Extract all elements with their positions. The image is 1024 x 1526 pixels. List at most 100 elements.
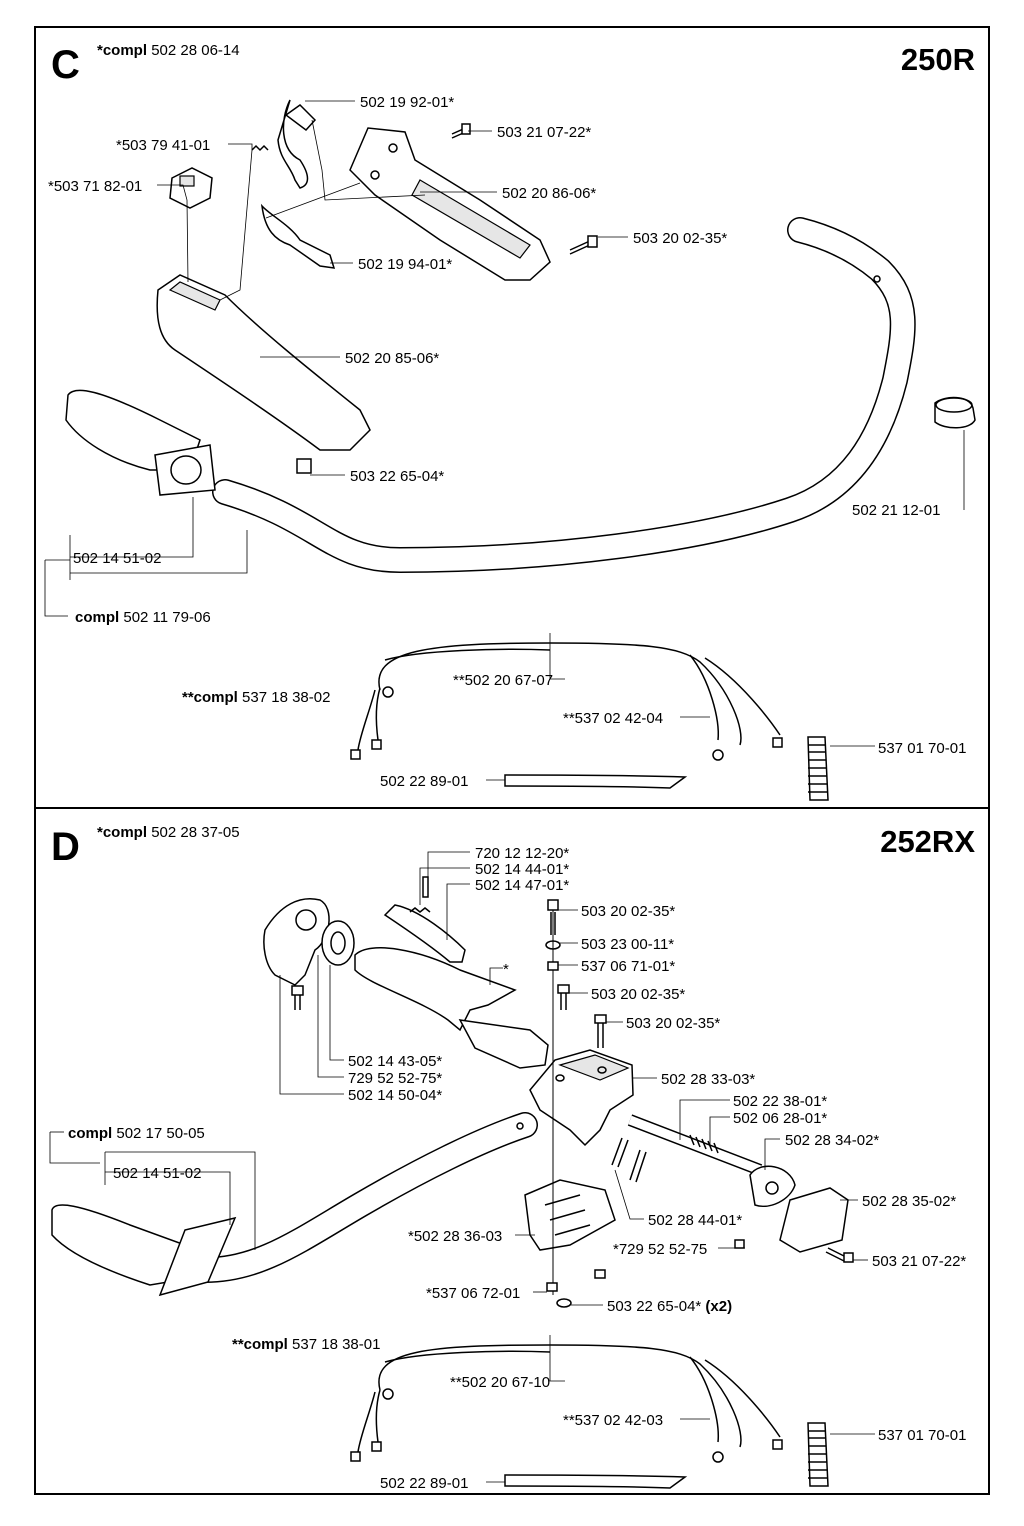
section-c-model: 250R bbox=[901, 42, 975, 77]
outer-frame bbox=[34, 26, 990, 1495]
handle-body-d bbox=[354, 947, 549, 1069]
nut-d-1 bbox=[594, 1269, 606, 1279]
control-rod-d bbox=[627, 1114, 763, 1176]
label-c-502-20-67-07: **502 20 67-07 bbox=[453, 672, 553, 689]
label-d-502-28-34-02: 502 28 34-02* bbox=[785, 1132, 879, 1149]
screw-d-3 bbox=[734, 1239, 745, 1249]
boot-c bbox=[807, 736, 829, 801]
section-d-letter: D bbox=[51, 825, 80, 869]
label-d-502-14-44-01: 502 14 44-01* bbox=[475, 861, 569, 878]
label-c-502-19-92-01: 502 19 92-01* bbox=[360, 94, 454, 111]
section-c-drawings bbox=[65, 99, 976, 801]
label-d-720-12-12-20: 720 12 12-20* bbox=[475, 845, 569, 862]
section-c-compl: *compl 502 28 06-14 bbox=[97, 42, 240, 59]
label-c-503-22-65-04: 503 22 65-04* bbox=[350, 468, 444, 485]
label-d-502-06-28-01: 502 06 28-01* bbox=[733, 1110, 827, 1127]
label-c-502-20-85-06: 502 20 85-06* bbox=[345, 350, 439, 367]
label-d-502-22-89-01: 502 22 89-01 bbox=[380, 1475, 468, 1492]
label-d-537-06-72-01: *537 06 72-01 bbox=[426, 1285, 520, 1302]
section-d-compl: *compl 502 28 37-05 bbox=[97, 824, 240, 841]
handlebar-tube bbox=[212, 217, 916, 574]
trigger bbox=[277, 99, 317, 189]
spring-c bbox=[251, 144, 269, 152]
roller-d bbox=[321, 920, 355, 966]
label-c-503-71-82-01: *503 71 82-01 bbox=[48, 178, 142, 195]
label-d-503-21-07-22: 503 21 07-22* bbox=[872, 1253, 966, 1270]
label-d-502-28-44-01: 502 28 44-01* bbox=[648, 1212, 742, 1229]
label-c-502-19-94-01: 502 19 94-01* bbox=[358, 256, 452, 273]
boot-d bbox=[807, 1422, 829, 1487]
label-c-537-01-70-01: 537 01 70-01 bbox=[878, 740, 966, 757]
section-d-leaders bbox=[49, 851, 875, 1483]
cable-harness-d bbox=[350, 1344, 783, 1463]
label-d-729-52-52-75: 729 52 52-75* bbox=[348, 1070, 442, 1087]
section-c-letter: C bbox=[51, 43, 80, 87]
rod-end-d bbox=[749, 1165, 796, 1207]
label-d-502-14-43-05: 502 14 43-05* bbox=[348, 1053, 442, 1070]
pins-d bbox=[611, 1137, 647, 1183]
label-d-502-28-35-02: 502 28 35-02* bbox=[862, 1193, 956, 1210]
bracket-d bbox=[529, 1049, 634, 1147]
section-d-model: 252RX bbox=[880, 824, 975, 859]
label-c-compl-502-11-79-06: compl 502 11 79-06 bbox=[75, 609, 211, 626]
pin-d bbox=[422, 876, 429, 898]
section-d-drawings bbox=[51, 876, 854, 1489]
label-d-compl-537-18-38-01: **compl 537 18 38-01 bbox=[232, 1336, 380, 1353]
section-d: D *compl 502 28 37-05 252RX bbox=[51, 824, 975, 869]
label-d-502-14-50-04: 502 14 50-04* bbox=[348, 1087, 442, 1104]
left-grip bbox=[65, 389, 216, 496]
label-d-502-28-33-03: 502 28 33-03* bbox=[661, 1071, 755, 1088]
tube-d bbox=[504, 1474, 688, 1489]
label-d-503-22-65-04: 503 22 65-04* (x2) bbox=[607, 1298, 732, 1315]
spring-d bbox=[409, 907, 431, 913]
label-c-503-79-41-01: *503 79 41-01 bbox=[116, 137, 210, 154]
cover-d bbox=[779, 1187, 849, 1253]
label-d-502-28-36-03: *502 28 36-03 bbox=[408, 1228, 502, 1245]
section-d-labels: 720 12 12-20* 502 14 44-01* 502 14 47-01… bbox=[68, 845, 966, 1492]
nut-d-2 bbox=[556, 1298, 572, 1308]
label-c-502-20-86-06: 502 20 86-06* bbox=[502, 185, 596, 202]
stop-switch bbox=[169, 167, 213, 209]
label-d-729-52-52-75-b: *729 52 52-75 bbox=[613, 1241, 707, 1258]
label-d-502-14-51-02: 502 14 51-02 bbox=[113, 1165, 201, 1182]
cable-harness-c bbox=[350, 642, 783, 761]
left-grip-d bbox=[51, 1204, 237, 1297]
section-c: C *compl 502 28 06-14 250R bbox=[51, 42, 975, 87]
lever-d bbox=[383, 904, 466, 963]
section-c-leaders bbox=[44, 100, 965, 781]
label-d-502-20-67-10: **502 20 67-10 bbox=[450, 1374, 550, 1391]
label-c-502-21-12-01: 502 21 12-01 bbox=[852, 502, 940, 519]
tube-c bbox=[504, 774, 688, 789]
section-c-labels: 502 19 92-01* 503 21 07-22* *503 79 41-0… bbox=[48, 94, 966, 790]
label-d-503-20-02-35-c: 503 20 02-35* bbox=[626, 1015, 720, 1032]
lower-handle-housing bbox=[156, 274, 371, 451]
screw-d-4 bbox=[546, 1282, 558, 1292]
label-d-537-01-70-01: 537 01 70-01 bbox=[878, 1427, 966, 1444]
label-c-502-22-89-01: 502 22 89-01 bbox=[380, 773, 468, 790]
label-c-503-21-07-22: 503 21 07-22* bbox=[497, 124, 591, 141]
label-c-compl-537-18-38-02: **compl 537 18 38-02 bbox=[182, 689, 330, 706]
label-d-537-06-71-01: 537 06 71-01* bbox=[581, 958, 675, 975]
handlebar-tube-d bbox=[192, 1112, 538, 1283]
nut-c bbox=[296, 458, 312, 474]
label-d-502-22-38-01: 502 22 38-01* bbox=[733, 1093, 827, 1110]
screw-d-1 bbox=[597, 1020, 604, 1048]
label-d-503-23-00-11: 503 23 00-11* bbox=[581, 936, 674, 953]
label-d-asterisk: * bbox=[503, 961, 509, 978]
vertical-bolt-d bbox=[545, 899, 570, 1295]
label-d-compl-502-17-50-05: compl 502 17 50-05 bbox=[68, 1125, 205, 1142]
label-d-503-20-02-35-b: 503 20 02-35* bbox=[591, 986, 685, 1003]
lower-clamp-d bbox=[524, 1179, 616, 1251]
throttle-lockout bbox=[260, 203, 336, 269]
screw-d-5 bbox=[294, 995, 301, 1010]
label-d-537-02-42-03: **537 02 42-03 bbox=[563, 1412, 663, 1429]
spacer bbox=[934, 396, 976, 429]
upper-handle-half bbox=[349, 127, 551, 281]
label-c-502-14-51-02: 502 14 51-02 bbox=[73, 550, 161, 567]
trigger-d bbox=[263, 898, 330, 986]
label-d-502-14-47-01: 502 14 47-01* bbox=[475, 877, 569, 894]
label-c-503-20-02-35: 503 20 02-35* bbox=[633, 230, 727, 247]
label-d-503-20-02-35-a: 503 20 02-35* bbox=[581, 903, 675, 920]
label-c-537-02-42-04: **537 02 42-04 bbox=[563, 710, 663, 727]
